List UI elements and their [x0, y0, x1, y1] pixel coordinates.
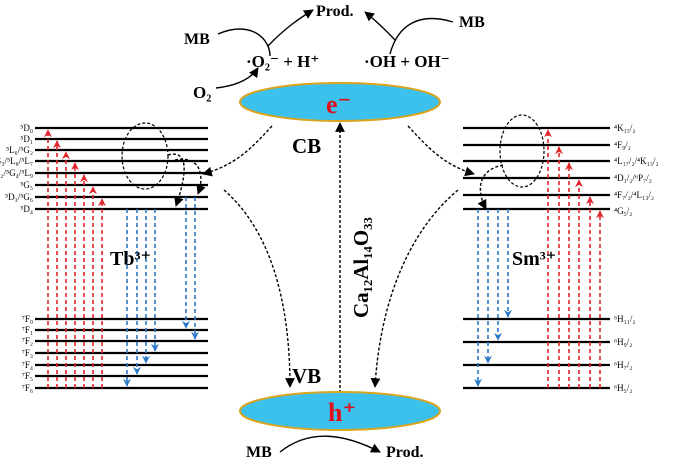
top-product-label: Prod.: [316, 3, 353, 20]
tb-lower-level-labels: ⁷F₀ ⁷F₁ ⁷F₂ ⁷F₃ ⁷F₄ ⁷F₅ ⁷F₆: [22, 314, 33, 393]
bottom-mb-label: MB: [246, 444, 272, 461]
sm-nonradiative-arrows: [477, 164, 504, 210]
tb-level-label: ⁵D₀: [20, 123, 33, 133]
bottom-reaction-arrow: [279, 435, 381, 453]
sm-energy-levels: [463, 126, 610, 390]
tb-level-label: ⁷F₅: [22, 371, 33, 381]
tb-nonradiative-arrows: [167, 153, 206, 207]
sm-level-label: ⁶H₉/₂: [614, 337, 632, 347]
sm-level-label: ⁴G₅/₂: [614, 206, 632, 216]
top-mb-left: MB: [184, 31, 210, 48]
energy-transfer-arrows: [202, 125, 475, 388]
sm-level-label: ⁴L₁₇/₂/⁴K₁₃/₂: [614, 156, 659, 166]
tb-energy-levels: [35, 126, 208, 390]
sm-emission-arrows: [474, 209, 512, 387]
tb-level-label: ⁵D₄: [20, 204, 33, 214]
top-mb-right: MB: [459, 14, 485, 31]
sm-excitation-arrows: [544, 129, 604, 388]
sm-level-label: ⁶H₁₁/₂: [614, 314, 636, 324]
tb-level-label: ⁵G₃/⁵L₈/⁵L₇: [0, 156, 33, 166]
sm-level-label: ⁴K₁₅/₂: [614, 123, 636, 133]
tb-level-label: ⁷F₄: [22, 360, 33, 370]
superoxide-label: ·O₂⁻ + H⁺: [246, 52, 319, 71]
top-reaction-arrows: [215, 9, 454, 89]
host-formula: Ca₁₂Al₁₄O₃₃: [349, 217, 373, 318]
sm-lower-level-labels: ⁶H₁₁/₂ ⁶H₉/₂ ⁶H₇/₂ ⁶H₅/₂: [614, 314, 636, 393]
tb-excitation-arrows: [44, 129, 106, 388]
tb-level-label: ⁵D₁: [20, 134, 33, 144]
cb-label: CB: [292, 134, 321, 158]
tb-ion-label: Tb³⁺: [110, 248, 151, 270]
sm-level-label: ⁶H₇/₂: [614, 360, 632, 370]
oxygen-label: O₂: [193, 83, 211, 102]
tb-level-label: ⁷F₀: [22, 314, 33, 324]
conduction-band: [239, 82, 441, 122]
tb-level-label: ⁵L₆/⁵G₂: [6, 145, 33, 155]
sm-level-label: ⁴D₁/₂/⁶P₇/₂: [614, 173, 652, 183]
sm-cross-relaxation-ellipse: [499, 114, 545, 188]
tb-cross-relaxation-ellipse: [121, 122, 169, 190]
hole-symbol: h⁺: [328, 398, 356, 427]
tb-level-label: ⁷F₆: [22, 383, 33, 393]
valence-band: [239, 391, 441, 431]
sm-level-label: ⁴F₇/₂/⁴L₁₃/₂: [614, 190, 654, 200]
tb-level-label: ⁵D₂/⁵G₄/⁵L₉: [0, 168, 33, 178]
electron-symbol: e⁻: [326, 90, 351, 119]
tb-upper-level-labels: ⁵D₀ ⁵D₁ ⁵L₆/⁵G₂ ⁵G₃/⁵L₈/⁵L₇ ⁵D₂/⁵G₄/⁵L₉ …: [0, 123, 33, 214]
sm-level-label: ⁴F₉/₂: [614, 140, 631, 150]
tb-level-label: ⁵G₅: [20, 180, 33, 190]
tb-level-label: ⁷F₂: [22, 336, 33, 346]
sm-ion-label: Sm³⁺: [512, 248, 556, 270]
tb-level-label: ⁵D₃/⁵G₆: [5, 192, 33, 202]
sm-upper-level-labels: ⁴K₁₅/₂ ⁴F₉/₂ ⁴L₁₇/₂/⁴K₁₃/₂ ⁴D₁/₂/⁶P₇/₂ ⁴…: [614, 123, 659, 216]
vb-label: VB: [292, 364, 321, 388]
tb-level-label: ⁷F₃: [22, 348, 33, 358]
tb-level-label: ⁷F₁: [22, 325, 33, 335]
tb-emission-arrows: [123, 197, 199, 387]
hydroxyl-label: ·OH + OH⁻: [364, 52, 450, 71]
bottom-product-label: Prod.: [386, 444, 423, 461]
sm-level-label: ⁶H₅/₂: [614, 383, 632, 393]
